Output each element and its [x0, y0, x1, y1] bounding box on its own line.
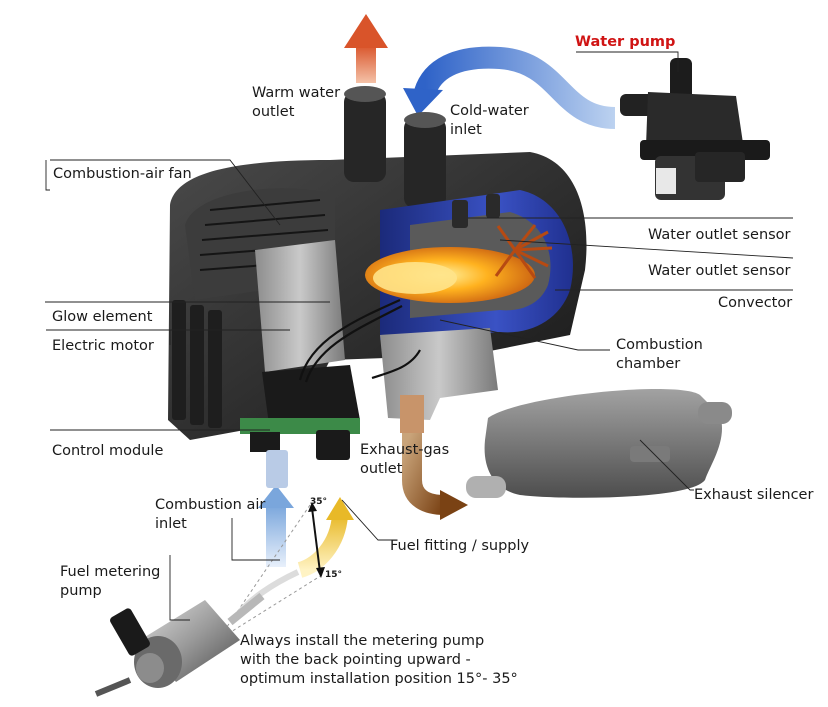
label-electric-motor: Electric motor — [52, 338, 154, 354]
label-angle-max: 35° — [310, 497, 328, 507]
fuel-metering-pump — [94, 592, 265, 697]
installation-note: Always install the metering pump with th… — [240, 633, 518, 687]
leader-lines — [45, 51, 794, 621]
exhaust-silencer — [466, 388, 732, 498]
sensors — [452, 194, 500, 228]
label-water-outlet-sensor-2: Water outlet sensor — [648, 263, 791, 279]
exhaust-block — [380, 328, 498, 420]
label-warm-water-outlet: Warm water outlet — [252, 85, 341, 120]
label-combustion-air-fan: Combustion-air fan — [53, 166, 192, 182]
water-pipes — [344, 86, 446, 208]
label-fuel-fitting-supply: Fuel fitting / supply — [390, 538, 530, 554]
wiring — [298, 298, 421, 383]
water-pump — [620, 58, 770, 200]
label-glow-element: Glow element — [52, 309, 153, 325]
label-fuel-metering-pump: Fuel metering pump — [60, 564, 161, 599]
water-flow-arrow — [403, 46, 616, 129]
warm-water-arrow — [344, 14, 388, 83]
fuel-arrow — [297, 497, 354, 578]
label-combustion-chamber: Combustion chamber — [616, 337, 703, 372]
label-water-pump: Water pump — [575, 34, 676, 50]
label-exhaust-silencer: Exhaust silencer — [694, 487, 814, 503]
angle-indicator — [217, 502, 325, 641]
control-module — [240, 365, 360, 460]
label-water-outlet-sensor-1: Water outlet sensor — [648, 227, 791, 243]
convector-fins — [494, 224, 553, 279]
flame — [365, 247, 535, 303]
label-combustion-air-inlet: Combustion air inlet — [155, 497, 266, 532]
label-exhaust-gas-outlet: Exhaust-gas outlet — [360, 442, 450, 477]
exhaust-arrow — [400, 395, 468, 520]
air-inlet-arrow — [258, 450, 294, 567]
label-angle-min: 15° — [325, 570, 343, 580]
label-convector: Convector — [718, 295, 793, 311]
label-control-module: Control module — [52, 443, 164, 459]
label-cold-water-inlet: Cold-water inlet — [450, 103, 529, 138]
